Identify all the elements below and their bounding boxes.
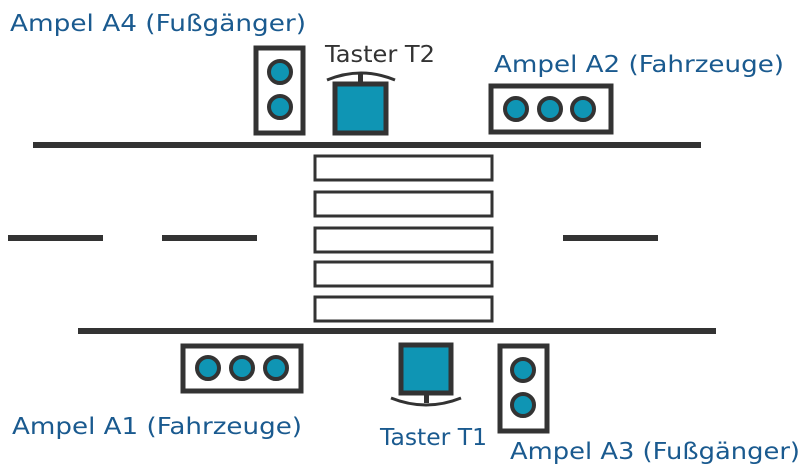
road-center-dashes xyxy=(8,235,658,241)
crosswalk-stripe xyxy=(313,226,494,254)
ampel-a2-lamp-1 xyxy=(503,96,529,122)
center-dash xyxy=(563,235,658,241)
ampel-a4-lamp-bottom xyxy=(267,94,293,120)
ampel-a1-vehicle-light xyxy=(180,343,304,394)
road-edge-top xyxy=(33,142,701,148)
crosswalk xyxy=(313,154,494,323)
crosswalk-stripe xyxy=(313,190,494,218)
ampel-a4-pedestrian-light xyxy=(253,45,306,136)
ampel-a2-lamp-3 xyxy=(570,96,596,122)
label-ampel-a4: Ampel A4 (Fußgänger) xyxy=(10,11,306,37)
label-taster-t2: Taster T2 xyxy=(324,42,435,68)
label-ampel-a3: Ampel A3 (Fußgänger) xyxy=(510,439,800,465)
road-edge-bottom xyxy=(78,328,716,334)
taster-t1-stem xyxy=(424,393,429,403)
ampel-a1-lamp-1 xyxy=(195,355,221,381)
taster-t2-button xyxy=(326,71,396,136)
center-dash xyxy=(162,235,257,241)
crosswalk-stripe xyxy=(313,260,494,288)
ampel-a3-lamp-bottom xyxy=(510,392,536,418)
label-taster-t1: Taster T1 xyxy=(379,425,487,451)
taster-t1-arc xyxy=(390,396,462,407)
ampel-a3-pedestrian-light xyxy=(497,343,550,434)
label-ampel-a1: Ampel A1 (Fahrzeuge) xyxy=(12,414,302,440)
ampel-a2-lamp-2 xyxy=(537,96,563,122)
ampel-a2-vehicle-light xyxy=(488,83,614,135)
taster-t1-body xyxy=(398,342,454,396)
crosswalk-stripe xyxy=(313,295,494,323)
label-ampel-a2: Ampel A2 (Fahrzeuge) xyxy=(494,52,784,78)
center-dash xyxy=(8,235,103,241)
ampel-a1-lamp-2 xyxy=(229,355,255,381)
ampel-a4-lamp-top xyxy=(267,59,293,85)
taster-t1-button xyxy=(390,342,462,407)
ampel-a1-lamp-3 xyxy=(263,355,289,381)
taster-t2-stem xyxy=(358,72,363,84)
taster-t2-body xyxy=(332,81,389,136)
ampel-a3-lamp-top xyxy=(510,357,536,383)
crosswalk-stripe xyxy=(313,154,494,182)
